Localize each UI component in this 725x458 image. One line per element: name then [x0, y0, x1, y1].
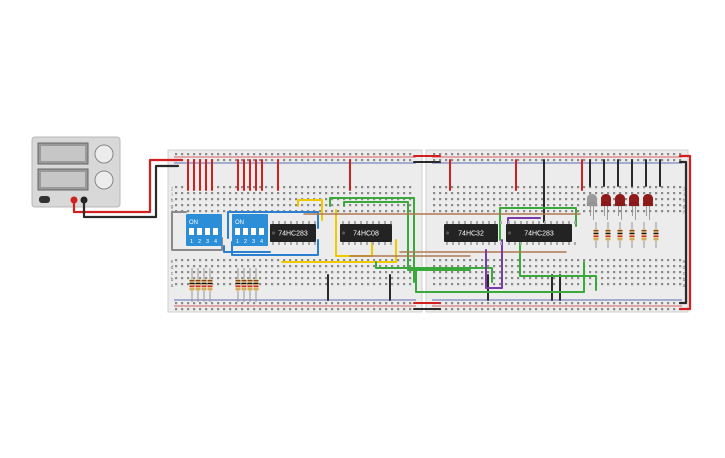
dip-switch-toggle[interactable] — [235, 228, 240, 235]
wire[interactable] — [343, 201, 471, 271]
ic-chip[interactable]: 74HC08 — [340, 221, 392, 245]
wire[interactable] — [171, 211, 223, 251]
dip-switch-position: 1 — [236, 239, 239, 245]
wire[interactable] — [297, 199, 323, 221]
dip-switch-position: 4 — [260, 239, 263, 245]
ic-chip-label: 74HC283 — [278, 231, 308, 238]
dip-switch-position: 3 — [206, 239, 209, 245]
wire[interactable] — [231, 239, 319, 256]
wire[interactable] — [227, 211, 319, 239]
voltage-knob[interactable] — [94, 144, 114, 164]
row-letter: b — [683, 277, 686, 283]
wire[interactable] — [519, 241, 597, 291]
dip-switch-toggle[interactable] — [205, 228, 210, 235]
current-knob[interactable] — [94, 170, 114, 190]
led[interactable] — [600, 194, 612, 220]
wire[interactable] — [678, 154, 692, 311]
leds — [586, 194, 654, 220]
row-letter: a — [683, 283, 686, 289]
row-letter: b — [171, 277, 174, 283]
breadboard-holes — [175, 153, 682, 311]
row-letter: d — [171, 265, 174, 271]
dip-switch-position: 4 — [214, 239, 217, 245]
ic-chip[interactable]: 74HC283 — [270, 221, 316, 245]
resistor — [241, 268, 247, 302]
ic-chip[interactable]: 74HC32 — [444, 221, 502, 245]
row-letter: j — [170, 186, 172, 192]
resistor — [253, 268, 259, 302]
row-letter: f — [683, 210, 685, 216]
dip-switch-toggle[interactable] — [213, 228, 218, 235]
dip-switch-on-label: ON — [235, 220, 244, 226]
row-letter: h — [171, 198, 174, 204]
dip-switch-toggle[interactable] — [197, 228, 202, 235]
dip-switch-position: 2 — [198, 239, 201, 245]
dip-switch-position: 1 — [190, 239, 193, 245]
row-letter: a — [171, 283, 174, 289]
resistors — [189, 222, 659, 302]
row-letter: h — [683, 198, 686, 204]
resistor — [195, 268, 201, 302]
wire[interactable] — [485, 239, 503, 289]
ic-chip-label: 74HC32 — [458, 231, 484, 238]
led[interactable] — [614, 194, 626, 220]
resistor — [593, 222, 599, 248]
row-letter: i — [683, 192, 684, 198]
row-letter: g — [171, 204, 174, 210]
power-button[interactable] — [39, 196, 50, 203]
dip-switch-toggle[interactable] — [243, 228, 248, 235]
resistor — [201, 268, 207, 302]
led[interactable] — [642, 194, 654, 220]
wire[interactable] — [72, 158, 184, 214]
row-letter: c — [171, 271, 174, 277]
dip-switch-toggle[interactable] — [259, 228, 264, 235]
dip-switch-position: 2 — [244, 239, 247, 245]
dip-switch-toggle[interactable] — [189, 228, 194, 235]
row-letter: c — [683, 271, 686, 277]
power-supply[interactable] — [31, 136, 121, 208]
resistor — [207, 268, 213, 302]
dip-switch-position: 3 — [252, 239, 255, 245]
led[interactable] — [628, 194, 640, 220]
dip-switch-toggle[interactable] — [251, 228, 256, 235]
row-letter: e — [683, 259, 686, 265]
resistor — [653, 222, 659, 248]
resistor — [235, 268, 241, 302]
resistor — [641, 222, 647, 248]
row-letter: d — [683, 265, 686, 271]
wires — [72, 154, 692, 311]
row-letter: e — [171, 259, 174, 265]
row-letter: j — [682, 186, 684, 192]
resistor — [617, 222, 623, 248]
wire[interactable] — [375, 261, 493, 283]
ic-chip-label: 74HC08 — [353, 231, 379, 238]
resistor — [247, 268, 253, 302]
ic-chip[interactable]: 74HC283 — [506, 221, 576, 245]
ic-chips: 74HC283 74HC08 74HC32 74HC283 — [270, 221, 576, 245]
wire[interactable] — [329, 197, 415, 283]
wire[interactable] — [281, 239, 397, 263]
row-letter: i — [171, 192, 172, 198]
resistor — [629, 222, 635, 248]
resistor — [189, 268, 195, 302]
ic-chip-label: 74HC283 — [524, 231, 554, 238]
power-rails — [174, 156, 682, 307]
wire[interactable] — [82, 164, 180, 219]
wire[interactable] — [223, 245, 271, 253]
resistor — [605, 222, 611, 248]
led[interactable] — [586, 194, 598, 220]
wire[interactable] — [678, 160, 688, 305]
row-letter: g — [683, 204, 686, 210]
dip-switch-on-label: ON — [189, 220, 198, 226]
